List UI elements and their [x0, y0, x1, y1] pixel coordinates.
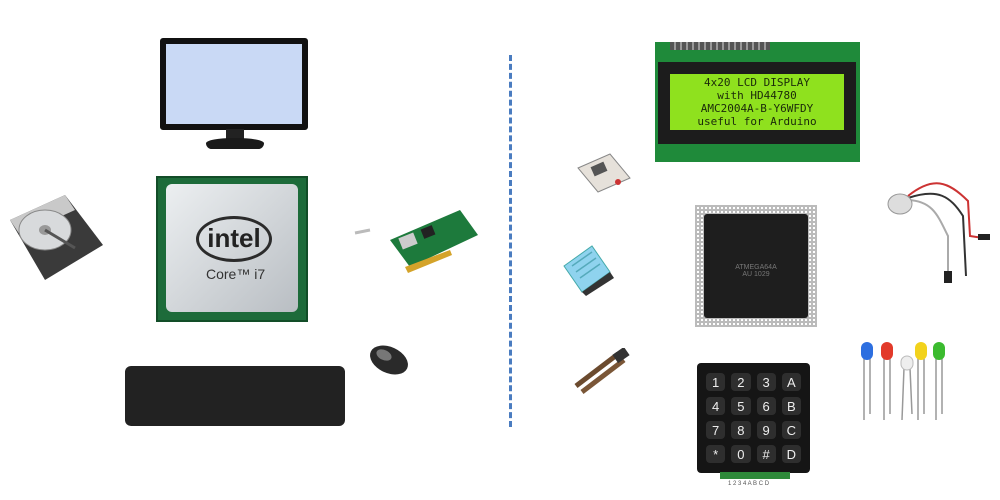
- chip-marking: AU 1029: [742, 271, 770, 278]
- keyboard-icon: [125, 366, 345, 426]
- keypad-key: 9: [756, 421, 776, 439]
- soil-moisture-sensor-icon: [574, 348, 630, 394]
- cpu-model: Core™ i7: [206, 266, 266, 282]
- wired-sensor-icon: [887, 182, 990, 283]
- relay-module-icon: [577, 153, 631, 193]
- keypad-key: 6: [756, 397, 776, 415]
- keypad-key: 8: [731, 421, 751, 439]
- chip-body: ATMEGA64A AU 1029: [704, 214, 808, 318]
- keypad-pin-label: 1 2 3 4 A B C D: [728, 481, 770, 487]
- keypad-key: D: [781, 445, 801, 463]
- hard-disk-icon: [10, 195, 103, 280]
- keypad-key: 5: [731, 397, 751, 415]
- keypad-key: 0: [731, 445, 751, 463]
- keypad-key: 1: [706, 373, 726, 391]
- keypad-key: B: [781, 397, 801, 415]
- keypad-key: *: [706, 445, 726, 463]
- lcd-line: with HD44780: [717, 89, 797, 102]
- dht-sensor-icon: [563, 245, 614, 296]
- keypad-key: #: [756, 445, 776, 463]
- keypad-key: 4: [706, 397, 726, 415]
- keypad-key: C: [781, 421, 801, 439]
- leds-icon: [861, 342, 945, 421]
- keypad-connector: [720, 472, 790, 479]
- network-card-icon: [354, 210, 478, 273]
- monitor-neck: [226, 129, 244, 139]
- lcd-line: useful for Arduino: [697, 115, 817, 128]
- intel-logo: intel: [196, 216, 272, 262]
- keypad-key: A: [781, 373, 801, 391]
- keypad-key: 3: [756, 373, 776, 391]
- keypad-key: 2: [731, 373, 751, 391]
- lcd-screen: 4x20 LCD DISPLAY with HD44780 AMC2004A-B…: [670, 74, 844, 130]
- mouse-icon: [370, 345, 408, 375]
- monitor-base: [206, 138, 264, 149]
- keypad-key: 7: [706, 421, 726, 439]
- dashed-divider: [509, 55, 512, 427]
- lcd-line: 4x20 LCD DISPLAY: [704, 76, 810, 89]
- chip-marking: ATMEGA64A: [735, 264, 777, 271]
- lcd-header-pins: [670, 42, 770, 50]
- lcd-line: AMC2004A-B-Y6WFDY: [700, 102, 814, 115]
- monitor-screen: [160, 38, 308, 130]
